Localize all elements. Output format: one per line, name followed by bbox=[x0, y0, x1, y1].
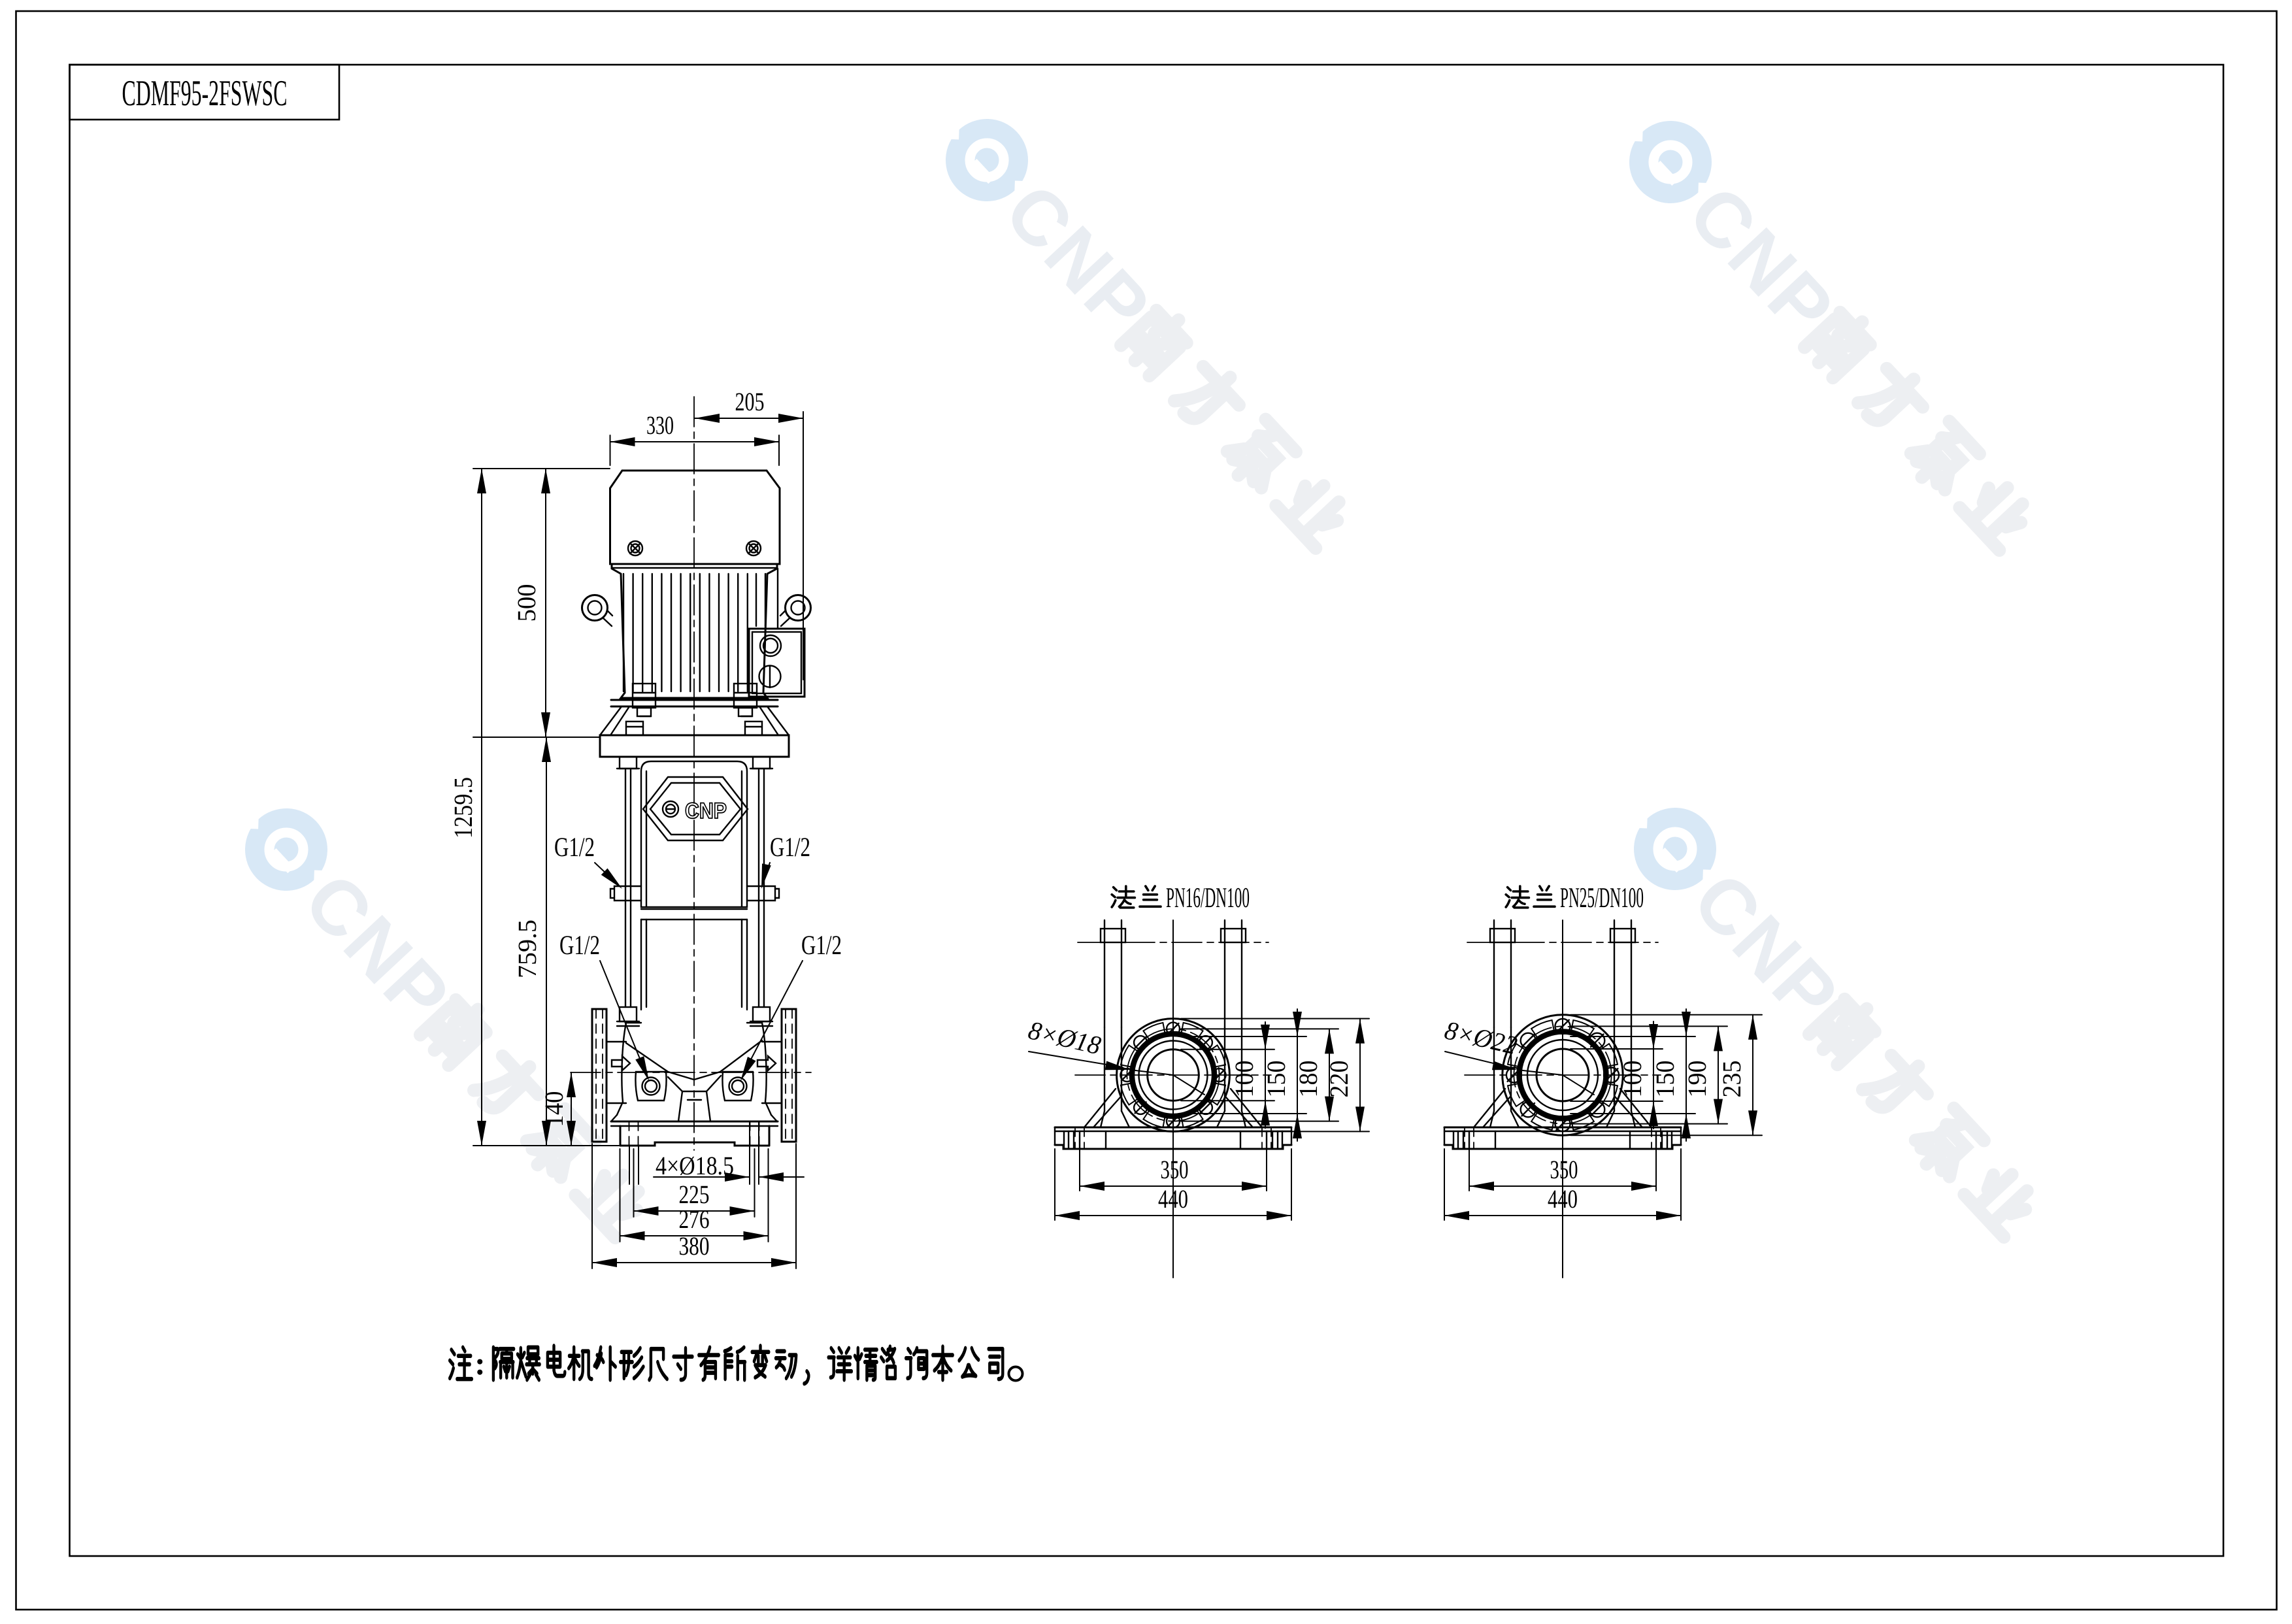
svg-text:150: 150 bbox=[1261, 1061, 1291, 1098]
svg-text:PN25/DN100: PN25/DN100 bbox=[1560, 882, 1644, 914]
svg-text:180: 180 bbox=[1293, 1061, 1323, 1098]
svg-text:759.5: 759.5 bbox=[512, 920, 542, 978]
svg-text:G1/2: G1/2 bbox=[770, 833, 810, 863]
svg-text:4×Ø18.5: 4×Ø18.5 bbox=[656, 1151, 734, 1180]
svg-text:CDMF95-2FSWSC: CDMF95-2FSWSC bbox=[122, 73, 288, 114]
svg-text:190: 190 bbox=[1682, 1061, 1712, 1098]
svg-text:350: 350 bbox=[1161, 1155, 1189, 1184]
svg-text:100: 100 bbox=[1229, 1061, 1259, 1098]
svg-text:G1/2: G1/2 bbox=[554, 833, 595, 863]
svg-text:330: 330 bbox=[646, 410, 674, 440]
svg-text:220: 220 bbox=[1324, 1061, 1354, 1098]
svg-text:100: 100 bbox=[1618, 1061, 1647, 1098]
svg-text:440: 440 bbox=[1158, 1184, 1188, 1214]
svg-text:140: 140 bbox=[539, 1091, 569, 1127]
svg-text:G1/2: G1/2 bbox=[559, 931, 600, 961]
svg-text:440: 440 bbox=[1548, 1184, 1578, 1214]
svg-text:276: 276 bbox=[679, 1204, 710, 1234]
svg-text:1259.5: 1259.5 bbox=[448, 777, 478, 838]
svg-text:CNP: CNP bbox=[685, 799, 727, 823]
svg-text:225: 225 bbox=[679, 1180, 710, 1209]
svg-text:380: 380 bbox=[679, 1231, 710, 1261]
svg-text:205: 205 bbox=[735, 387, 765, 416]
svg-text:350: 350 bbox=[1550, 1155, 1578, 1184]
svg-text:150: 150 bbox=[1650, 1061, 1680, 1098]
svg-text:PN16/DN100: PN16/DN100 bbox=[1166, 882, 1250, 914]
svg-text::: : bbox=[474, 1345, 486, 1382]
svg-text:235: 235 bbox=[1717, 1061, 1746, 1098]
svg-text:G1/2: G1/2 bbox=[801, 931, 842, 961]
svg-text:500: 500 bbox=[512, 584, 541, 622]
